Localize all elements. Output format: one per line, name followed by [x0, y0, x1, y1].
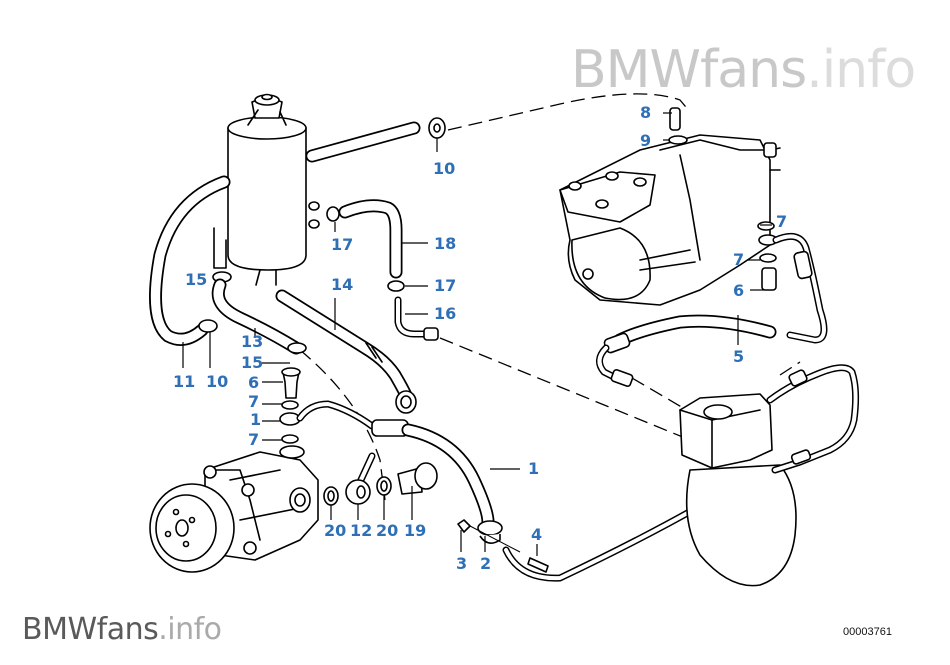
callout-8[interactable]: 8	[640, 103, 652, 122]
callout-18[interactable]: 18	[434, 234, 457, 253]
watermark-brand: BMWfans	[22, 612, 159, 647]
diagram-code: 00003761	[843, 626, 892, 638]
lower-hose[interactable]	[502, 502, 704, 582]
callout-17[interactable]: 17	[331, 235, 354, 254]
callout-10[interactable]: 10	[433, 159, 456, 178]
pipe-16[interactable]	[394, 296, 439, 341]
callout-7[interactable]: 7	[248, 392, 260, 411]
gearbox-banjo[interactable]	[757, 221, 778, 291]
callout-20[interactable]: 20	[376, 521, 399, 540]
watermark-top: BMWfans.info	[571, 40, 916, 100]
callout-11[interactable]: 11	[173, 372, 196, 391]
watermark-bottom: BMWfans.info	[22, 612, 222, 648]
callout-15[interactable]: 15	[241, 353, 264, 372]
callout-7[interactable]: 7	[776, 212, 788, 231]
callout-14[interactable]: 14	[331, 275, 354, 294]
callout-12[interactable]: 12	[350, 521, 373, 540]
callout-6[interactable]: 6	[733, 281, 745, 300]
callout-1[interactable]: 1	[528, 459, 540, 478]
hose-18[interactable]	[326, 199, 405, 292]
callout-10[interactable]: 10	[206, 372, 229, 391]
steering-gear-box[interactable]	[559, 134, 781, 306]
callout-2[interactable]: 2	[480, 554, 492, 573]
callout-7[interactable]: 7	[248, 430, 260, 449]
callout-4[interactable]: 4	[531, 525, 543, 544]
callout-3[interactable]: 3	[456, 554, 468, 573]
callout-9[interactable]: 9	[640, 131, 652, 150]
pressure-hose-1[interactable]	[296, 400, 503, 536]
callout-13[interactable]: 13	[241, 332, 264, 351]
callout-16[interactable]: 16	[434, 304, 457, 323]
hose-13[interactable]	[211, 271, 307, 355]
callout-6[interactable]: 6	[248, 373, 260, 392]
return-hose-top[interactable]	[305, 117, 446, 163]
callout-20[interactable]: 20	[324, 521, 347, 540]
power-steering-pump[interactable]	[149, 445, 319, 573]
assembly-dash-lines	[299, 93, 801, 501]
pressure-accumulator[interactable]	[679, 364, 860, 587]
leader-lines	[182, 112, 772, 556]
hose-5[interactable]	[596, 232, 828, 388]
callout-7[interactable]: 7	[733, 250, 745, 269]
callout-1[interactable]: 1	[250, 410, 262, 429]
callout-19[interactable]: 19	[404, 521, 427, 540]
hose-11[interactable]	[149, 175, 231, 346]
watermark-brand: BMWfans	[571, 40, 807, 100]
reservoir[interactable]	[213, 93, 320, 286]
callout-15[interactable]: 15	[185, 270, 208, 289]
hose-14[interactable]	[275, 289, 417, 414]
callout-5[interactable]: 5	[733, 347, 745, 366]
banjo-fitting-12[interactable]	[323, 452, 438, 506]
watermark-suffix: .info	[158, 612, 222, 647]
banjo-stack[interactable]	[279, 367, 301, 444]
callout-17[interactable]: 17	[434, 276, 457, 295]
watermark-suffix: .info	[806, 40, 916, 100]
